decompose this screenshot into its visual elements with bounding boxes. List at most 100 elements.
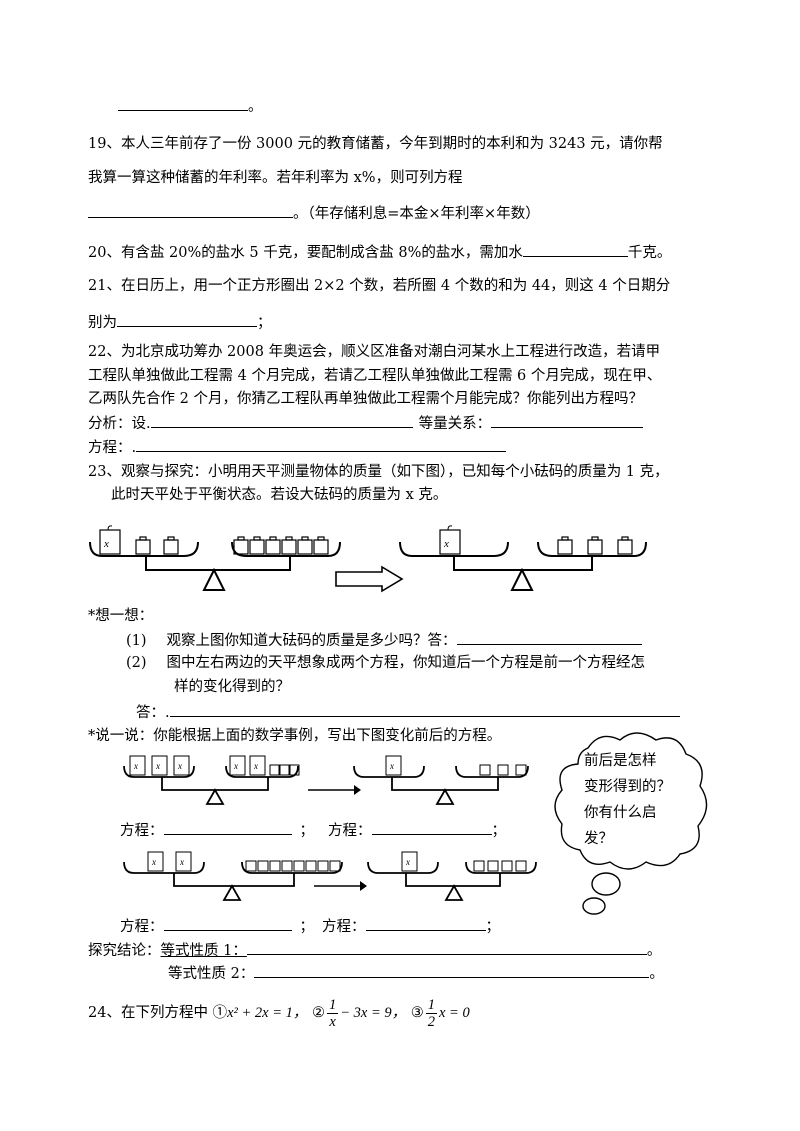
equation-label: 方程： <box>120 919 164 935</box>
transform-arrow-icon <box>335 565 404 593</box>
q21-line2: 别为 ； <box>88 312 272 333</box>
big-weight-x-label: x <box>443 538 449 550</box>
fraction-numerator: 1 <box>326 996 339 1014</box>
property2-blank[interactable] <box>254 963 650 978</box>
big-weight-x-label: x <box>103 538 109 550</box>
balance-scale-after: x <box>399 525 647 591</box>
separator: ； <box>299 823 315 839</box>
say-heading: *说一说：你能根据上面的数学事例，写出下图变化前后的方程。 <box>88 728 502 744</box>
q21-line1: 21、在日历上，用一个正方形圈出 2×2 个数，若所圈 4 个数的和为 44，则… <box>88 278 671 294</box>
part1-text: 观察上图你知道大砝码的质量是多少吗？答： <box>166 633 457 649</box>
balance-scale-row1-after: x <box>353 755 529 805</box>
thought-cloud-icon <box>554 732 708 915</box>
period: 。 <box>649 966 664 982</box>
period: 。 <box>646 943 662 959</box>
q20-unit: 千克。 <box>627 245 672 261</box>
big-weight-x-label: x <box>155 761 160 771</box>
property1-blank[interactable] <box>246 940 647 955</box>
option1-equation: x² + 2x = 1， <box>227 1005 308 1021</box>
row1-equations: 方程： ； 方程： ； <box>120 820 506 841</box>
part2-text-line2: 样的变化得到的？ <box>174 679 290 695</box>
conclusion-prop2: 等式性质 2： 。 <box>168 963 664 984</box>
part2-text-line1: 图中左右两边的天平想象成两个方程，你知道后一个方程是前一个方程经怎 <box>166 655 646 671</box>
option1-mark: ① <box>212 1005 228 1021</box>
q22-relation-blank[interactable] <box>491 413 644 428</box>
q18-period: 。 <box>248 99 263 115</box>
part2-number: (2) <box>126 655 147 671</box>
q20-text: 20、有含盐 20%的盐水 5 千克，要配制成含盐 8%的盐水，需加水 <box>88 245 523 261</box>
q21-suffix: ； <box>257 315 272 331</box>
equation-label: 方程： <box>120 823 164 839</box>
fraction-denominator: x <box>329 1013 336 1030</box>
row2-equations: 方程： ； 方程： ； <box>120 916 500 937</box>
conclusion-label: 探究结论： <box>88 943 161 959</box>
q21-prefix: 别为 <box>88 315 117 331</box>
q22-equation-label: 方程：. <box>88 440 137 456</box>
q19-line3: 。（年存储利息=本金×年利率×年数） <box>88 203 540 224</box>
option2-mark: ② <box>311 1005 325 1021</box>
q18-answer-blank[interactable] <box>118 96 248 111</box>
part1-answer-blank[interactable] <box>456 630 642 645</box>
q21-answer-blank[interactable] <box>117 312 257 327</box>
separator: ； <box>299 919 315 935</box>
q22-line3: 乙两队先合作 2 个月，你猜乙工程队再单独做此工程需个月能完成？你能列出方程吗？ <box>88 391 643 407</box>
big-weight-x-label: x <box>151 857 156 867</box>
balance-scale-row1-before: x x x x x <box>123 755 300 805</box>
think-heading: *想一想： <box>88 608 154 624</box>
q20-line: 20、有含盐 20%的盐水 5 千克，要配制成含盐 8%的盐水，需加水 千克。 <box>88 242 671 263</box>
option2-equation-rest: − 3x = 9， <box>340 1005 407 1021</box>
balance-scale-row2-before: x x <box>123 851 343 901</box>
fraction-numerator: 1 <box>425 996 437 1014</box>
balance-scale-before: x <box>89 525 341 591</box>
big-weight-x-label: x <box>233 761 238 771</box>
balance-scale-row2-after: x <box>367 851 537 901</box>
cloud-line-4: 发？ <box>584 831 613 847</box>
q19-formula-note: 。（年存储利息=本金×年利率×年数） <box>293 206 540 222</box>
part2-answer-blank[interactable] <box>169 702 680 717</box>
think-part1: (1) 观察上图你知道大砝码的质量是多少吗？答： <box>126 630 642 651</box>
part2-answer: 答：. <box>136 702 680 723</box>
equation-label: 方程： <box>322 919 366 935</box>
q22-analysis-label: 分析：设. <box>88 416 151 432</box>
big-weight-x-label: x <box>389 761 394 771</box>
big-weight-x-label: x <box>253 761 258 771</box>
big-weight-x-label: x <box>405 857 410 867</box>
row2-equation-blank-2[interactable] <box>365 916 486 931</box>
q19-line2: 我算一算这种储蓄的年利率。若年利率为 x%，则可列方程 <box>88 170 463 186</box>
property1-label: 等式性质 1： <box>160 943 247 959</box>
arrow-icon <box>308 785 361 795</box>
q22-equation: 方程：. <box>88 437 507 458</box>
separator: ； <box>491 823 507 839</box>
fraction-denominator: 2 <box>427 1013 435 1030</box>
option3-mark: ③ <box>410 1005 424 1021</box>
conclusion-prop1: 探究结论：等式性质 1： 。 <box>88 940 661 961</box>
part1-number: (1) <box>126 633 147 649</box>
row1-equation-blank-1[interactable] <box>163 820 292 835</box>
big-weight-x-label: x <box>179 857 184 867</box>
q22-let-blank[interactable] <box>150 413 413 428</box>
row2-equation-blank-1[interactable] <box>163 916 292 931</box>
cloud-line-1: 前后是怎样 <box>584 753 657 769</box>
q22-equation-blank[interactable] <box>136 437 507 452</box>
cloud-line-3: 你有什么启 <box>584 805 657 821</box>
cloud-line-2: 变形得到的？ <box>584 779 671 795</box>
q22-line2: 工程队单独做此工程需 4 个月完成，若请乙工程队单独做此工程需 6 个月完成，现… <box>88 368 662 384</box>
equation-label: 方程： <box>328 823 372 839</box>
separator: ； <box>485 919 501 935</box>
q18-tail: 。 <box>118 96 263 117</box>
arrow-icon <box>314 881 367 891</box>
q20-answer-blank[interactable] <box>522 242 628 257</box>
option3-equation-rest: x = 0 <box>438 1005 470 1021</box>
q23-line1: 23、观察与探究：小明用天平测量物体的质量（如下图），已知每个小砝码的质量为 1… <box>88 464 669 480</box>
row1-equation-blank-2[interactable] <box>371 820 492 835</box>
q24-text: 24、在下列方程中 <box>88 1005 208 1021</box>
q22-equal-label: 等量关系： <box>418 416 492 432</box>
answer-label: 答：. <box>136 705 170 721</box>
q19-equation-blank[interactable] <box>88 203 293 218</box>
big-weight-x-label: x <box>177 761 182 771</box>
property2-label: 等式性质 2： <box>168 966 255 982</box>
q23-line2: 此时天平处于平衡状态。若设大砝码的质量为 x 克。 <box>111 487 448 503</box>
